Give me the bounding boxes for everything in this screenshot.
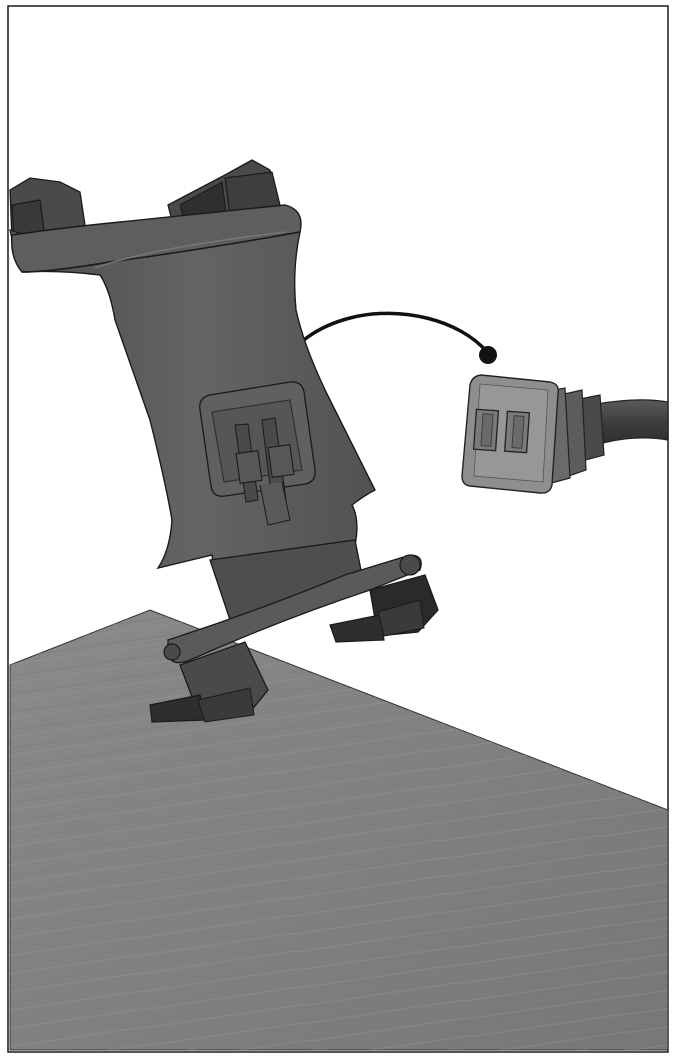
mount-plate: [462, 375, 558, 493]
arrow-start-dot-icon: [479, 346, 497, 364]
